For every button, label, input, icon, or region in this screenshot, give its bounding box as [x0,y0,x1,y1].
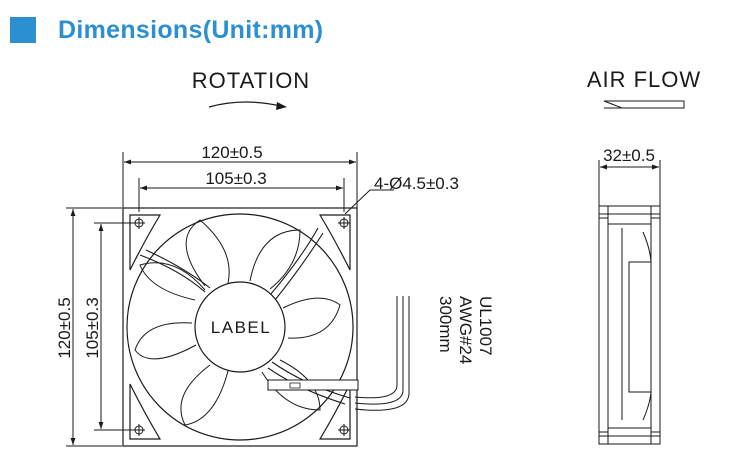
wire-standard-label: UL1007 [476,296,495,356]
rotation-label: ROTATION [192,68,310,93]
section-title: Dimensions(Unit:mm) [58,15,324,44]
height-dimensions [66,207,136,447]
airflow-arrow-icon [603,100,685,109]
wire-channel [267,379,359,391]
height-outer-label: 120±0.5 [55,297,74,358]
width-outer-label: 120±0.5 [201,143,262,162]
height-hole-label: 105±0.3 [83,297,102,358]
width-hole-label: 105±0.3 [205,169,266,188]
section-header: Dimensions(Unit:mm) [10,14,323,46]
thickness-dimension [598,160,661,206]
hub-label: LABEL [211,318,271,337]
width-dimensions [122,152,394,215]
mounting-holes [133,217,350,436]
side-profile [598,205,661,445]
rotation-arrowhead-icon [276,102,287,110]
section-marker-icon [10,17,36,43]
lead-wires [354,296,410,411]
hub [194,281,286,373]
thickness-label: 32±0.5 [603,146,655,165]
wire-clip [289,382,301,389]
fan-frame [122,207,358,447]
wire-gauge-label: AWG#24 [456,296,475,364]
rotation-arrow-icon [208,101,286,108]
hole-spec-label: 4-Ø4.5±0.3 [374,174,459,193]
fan-blades [134,219,341,426]
wire-length-label: 300mm [436,296,455,353]
airflow-label: AIR FLOW [587,67,701,92]
